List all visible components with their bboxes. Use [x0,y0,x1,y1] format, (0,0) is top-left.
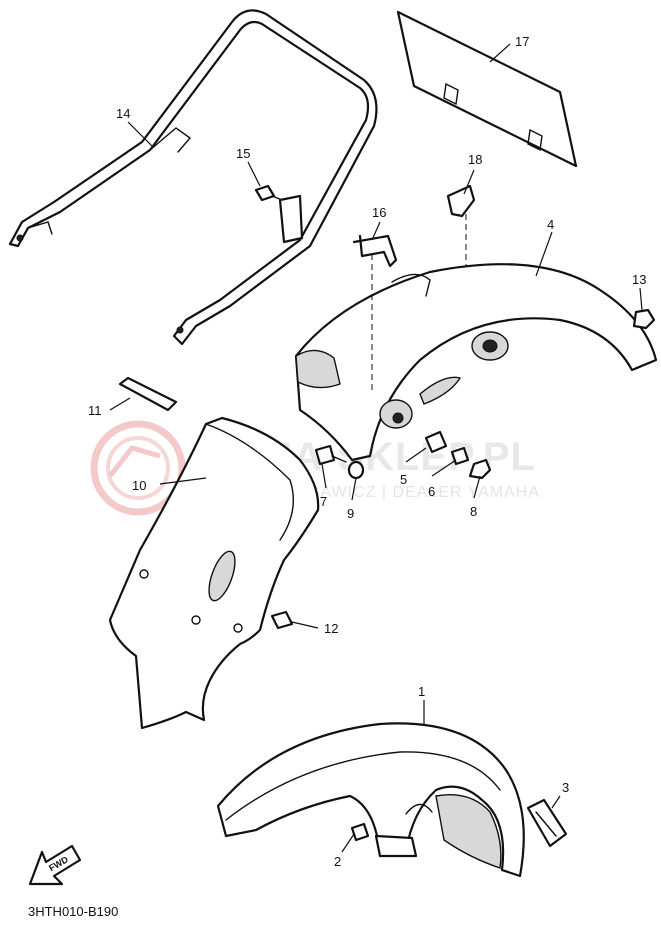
part-2-bolt [350,822,370,842]
fwd-arrow-icon: FWD [28,844,82,886]
callout-6: 6 [428,484,435,499]
callout-16: 16 [372,205,386,220]
part-7-bolt [314,444,347,466]
callout-18: 18 [468,152,482,167]
part-12-bolt [270,610,294,630]
part-11-strip [118,376,178,412]
callout-labels: 1 2 3 4 5 6 7 8 9 10 11 12 13 14 15 16 1… [88,34,646,869]
callout-7: 7 [320,494,327,509]
part-17-plate [396,10,578,168]
callout-1: 1 [418,684,425,699]
part-9-washer [347,460,365,480]
callout-9: 9 [347,506,354,521]
callout-13: 13 [632,272,646,287]
part-10-inner-fender [108,416,320,730]
part-13-nut [632,308,656,330]
drawing-code: 3HTH010-B190 [28,904,118,919]
part-1-front-fender [216,722,525,878]
part-8-nut [468,458,492,480]
part-14-grab-bar [8,9,378,346]
watermark-logo [90,420,186,516]
callout-12: 12 [324,621,338,636]
callout-10: 10 [132,478,146,493]
part-15-bolt [254,184,283,202]
callout-11: 11 [88,403,102,418]
part-4-rear-fender [294,250,658,462]
callout-14: 14 [116,106,130,121]
callout-8: 8 [470,504,477,519]
part-3-bracket [526,798,568,848]
part-16-bracket [352,234,398,268]
callout-3: 3 [562,780,569,795]
part-5-collar [424,430,448,454]
callout-15: 15 [236,146,250,161]
callout-4: 4 [547,217,554,232]
leader-lines [109,43,643,853]
callout-2: 2 [334,854,341,869]
callout-17: 17 [515,34,529,49]
callout-5: 5 [400,472,407,487]
